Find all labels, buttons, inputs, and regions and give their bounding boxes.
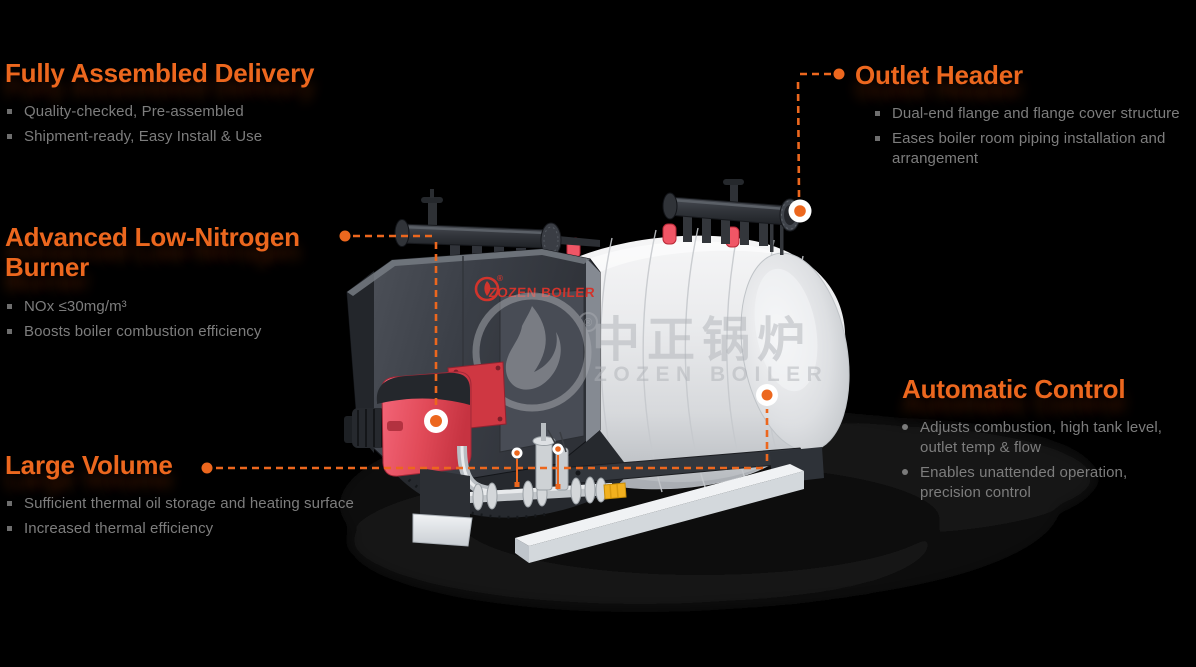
list-item: NOx ≤30mg/m³ (5, 297, 315, 317)
callout-title: Advanced Low-Nitrogen Burner (5, 222, 300, 283)
watermark-en-text: ZOZEN BOILER (594, 363, 828, 386)
callout-list: Adjusts combustion, high tank level, out… (902, 418, 1192, 502)
list-item-text: Adjusts combustion, high tank level, out… (920, 419, 1163, 457)
bullet-square-icon (875, 136, 880, 142)
list-item: Enables unattended operation, precision … (902, 463, 1192, 503)
callout-list: Sufficient thermal oil storage and heati… (5, 494, 435, 539)
skid-rail-long-top (515, 464, 804, 546)
list-item-text: Eases boiler room piping installation an… (892, 130, 1166, 167)
callout-list: Quality-checked, Pre-assembled Shipment-… (5, 102, 365, 147)
skid-rail-left (412, 513, 473, 547)
callout-automatic-control: Automatic Control Adjusts combustion, hi… (902, 374, 1192, 508)
list-item-text: Shipment-ready, Easy Install & Use (24, 128, 263, 146)
list-item: Adjusts combustion, high tank level, out… (902, 418, 1192, 458)
watermark-registered-mark: ® (584, 317, 592, 329)
bullet-square-icon (7, 501, 12, 507)
leader-outlet-header (788, 68, 845, 223)
list-item-text: Boosts boiler combustion efficiency (24, 322, 262, 340)
callout-title: Fully Assembled Delivery (5, 58, 315, 88)
callout-advanced-low-nitrogen-burner: Advanced Low-Nitrogen Burner NOx ≤30mg/m… (5, 222, 315, 346)
list-item: Sufficient thermal oil storage and heati… (5, 494, 435, 514)
flame-icon (484, 281, 491, 296)
bullet-square-icon (7, 109, 12, 115)
bullet-square-icon (7, 303, 12, 309)
list-item-text: Dual-end flange and flange cover structu… (892, 105, 1180, 123)
callout-title: Outlet Header (855, 60, 1023, 90)
base-skid (412, 447, 824, 563)
list-item-text: NOx ≤30mg/m³ (24, 297, 127, 315)
bullet-round-icon (902, 424, 908, 431)
list-item-text: Increased thermal efficiency (24, 520, 214, 538)
skid-rail-long-face (529, 471, 804, 563)
callout-leaders (201, 68, 845, 489)
list-item-text: Enables unattended operation, precision … (920, 464, 1128, 501)
bullet-square-icon (7, 328, 12, 334)
callout-large-volume: Large Volume Sufficient thermal oil stor… (5, 450, 435, 544)
list-item: Boosts boiler combustion efficiency (5, 322, 315, 342)
leader-burner (339, 230, 448, 433)
outlet-yellow-cap (603, 482, 627, 500)
list-item: Quality-checked, Pre-assembled (5, 102, 365, 122)
callout-title: Automatic Control (902, 374, 1126, 404)
bullet-square-icon (7, 134, 12, 140)
bullet-round-icon (902, 469, 908, 475)
leader-large-volume (201, 384, 778, 474)
watermark-cn-text: 中正锅炉 (592, 314, 812, 367)
watermark-flame-icon (505, 306, 561, 390)
burner-top-cover (376, 372, 470, 405)
outlet-header-pipe (662, 179, 801, 255)
watermark: ® 中正锅炉 ZOZEN BOILER (472, 292, 828, 412)
callout-list: Dual-end flange and flange cover structu… (873, 104, 1196, 168)
list-item: Shipment-ready, Easy Install & Use (5, 127, 365, 147)
callout-fully-assembled-delivery: Fully Assembled Delivery Quality-checked… (5, 58, 365, 152)
pipework (470, 423, 627, 511)
callout-list: NOx ≤30mg/m³ Boosts boiler combustion ef… (5, 297, 315, 342)
list-item-text: Sufficient thermal oil storage and heati… (24, 495, 354, 513)
list-item: Dual-end flange and flange cover structu… (873, 104, 1196, 124)
outlet-header-stub-pipes (683, 214, 784, 255)
bullet-square-icon (875, 111, 880, 117)
list-item: Increased thermal efficiency (5, 519, 435, 539)
bullet-square-icon (7, 526, 12, 532)
list-item-text: Quality-checked, Pre-assembled (24, 103, 244, 121)
callout-outlet-header: Outlet Header Dual-end flange and flange… (855, 60, 1196, 174)
marker-valve-2 (552, 443, 564, 489)
list-item: Eases boiler room piping installation an… (873, 129, 1196, 169)
marker-valve-1 (511, 447, 523, 487)
logo-registered-mark: ® (497, 274, 503, 283)
callout-title: Large Volume (5, 450, 173, 480)
